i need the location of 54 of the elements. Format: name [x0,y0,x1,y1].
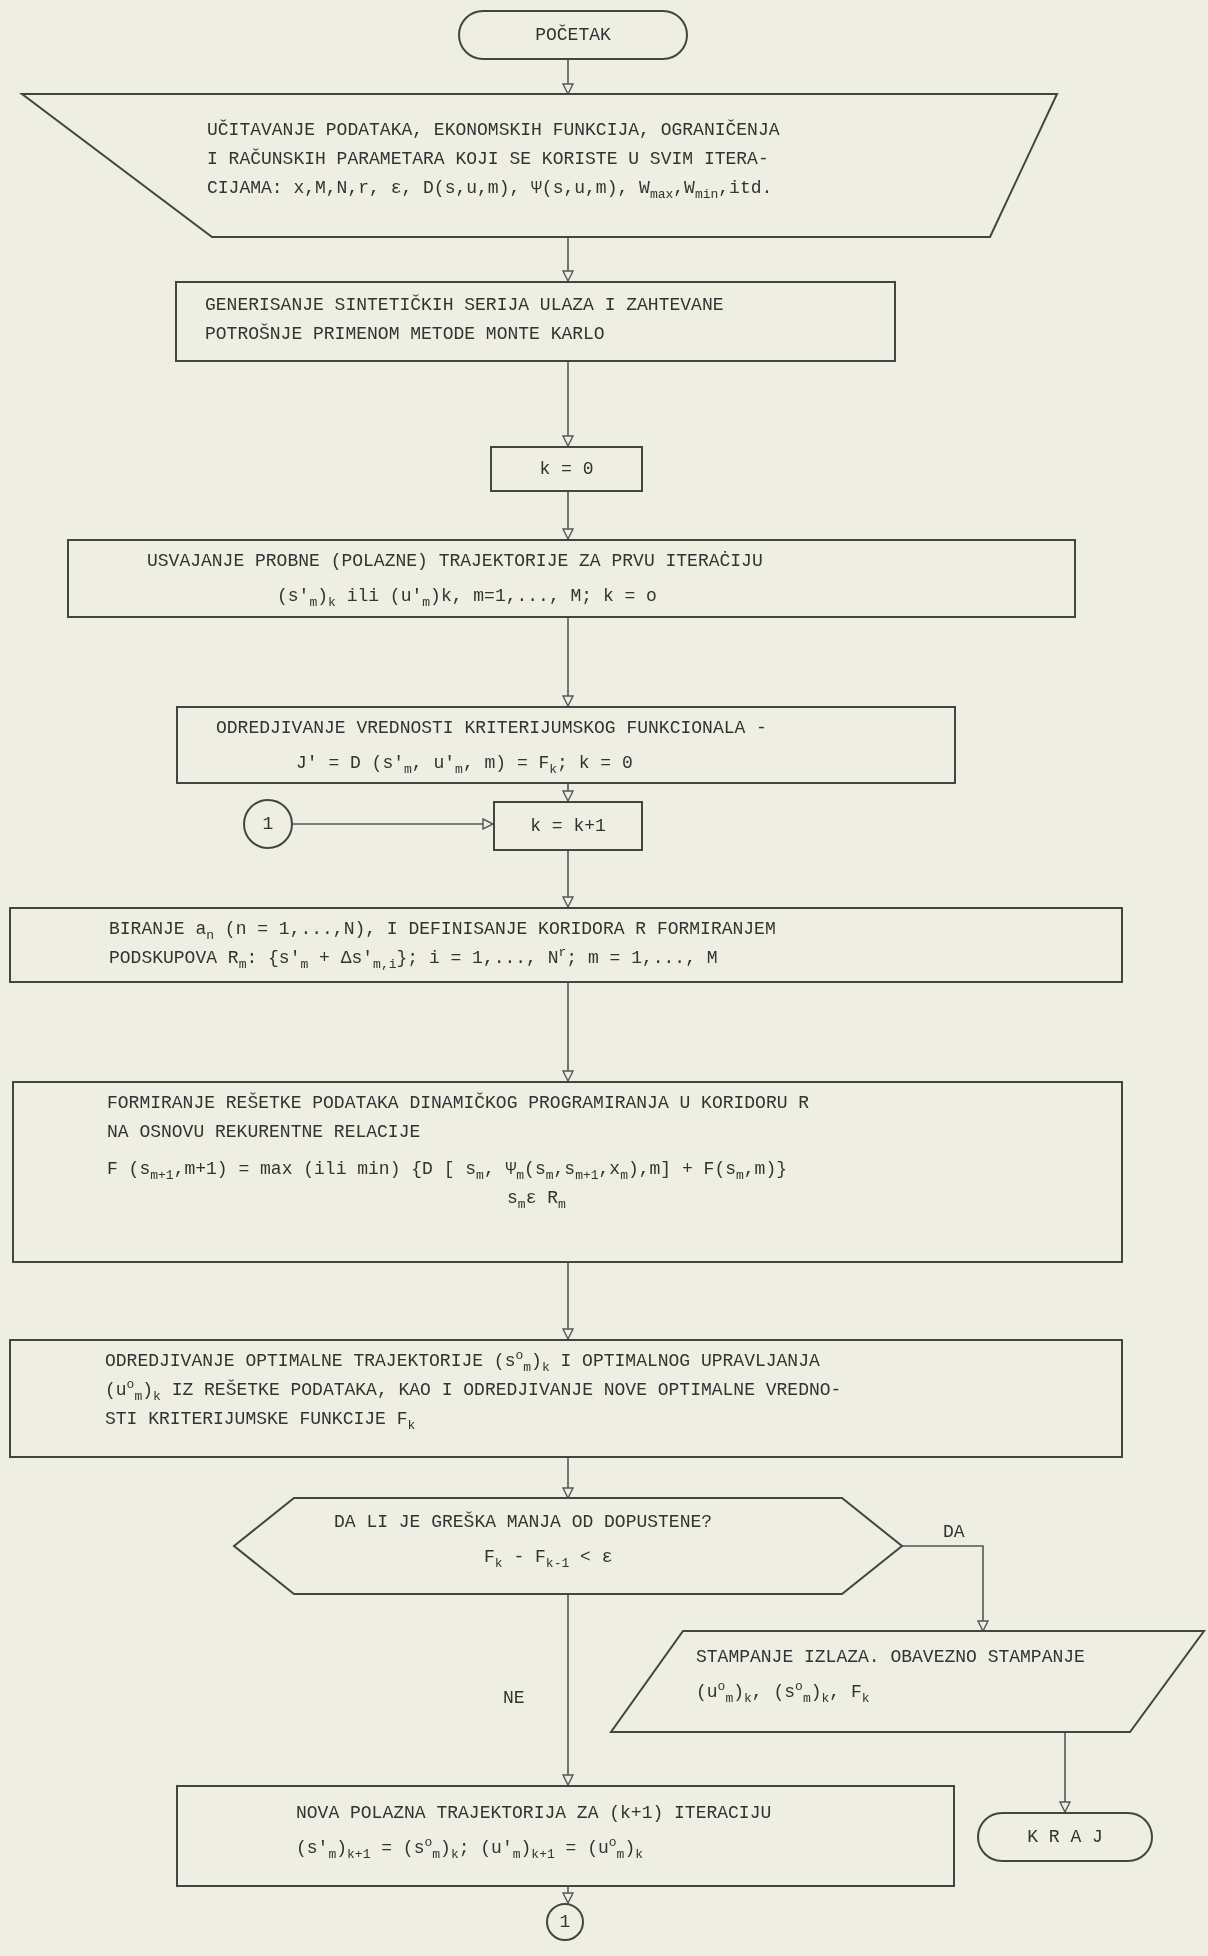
arrow [562,783,574,802]
formula-text: (u$^{o}$$_{m}$)$_{k}$, (s$^{o}$$_{m}$)$_{k}$, F$_{k}$ [696,1678,870,1707]
arrow [562,1886,574,1904]
arrow [562,59,574,95]
process-box [176,706,956,784]
node-text: k = k+1 [530,814,606,838]
node-text: K R A J [1027,1825,1103,1849]
arrow [562,1457,574,1499]
arrow [562,491,574,540]
process-box [176,1785,955,1887]
process-box [67,539,1076,618]
arrow [562,850,574,908]
process-box [9,907,1123,983]
process-box [9,1339,1123,1458]
output-parallelogram [611,1631,1204,1732]
arrow [562,982,574,1082]
start-terminal [458,10,688,60]
node-text: GENERISANJE SINTETIČKIH SERIJA ULAZA I ZAHTEVANE POTROŠNJE PRIMENOM METODE MONTE KARLO [205,293,725,346]
process-box [490,446,643,492]
node-text: ODREDJIVANJE VREDNOSTI KRITERIJUMSKOG FUNKCIONALA - [216,717,767,740]
node-text: DA LI JE GREŠKA MANJA OD DOPUSTENE? [334,1510,713,1534]
process-box [12,1081,1123,1263]
node-text: NOVA POLAZNA TRAJEKTORIJA ZA (k+1) ITERACIJU [296,1802,772,1825]
formula-text: J' = D (s'$_{m}$, u'$_{m}$, m) = F$_{k}$; k = 0 [296,752,633,778]
node-text: UČITAVANJE PODATAKA, EKONOMSKIH FUNKCIJA, OGRANIČENJA I RAČUNSKIH PARAMETARA KOJI SE KORISTE U SVIM ITERA- CIJAMA: x,M,N,r, ε, D(s,u,m), Ψ(s,u,m), W$_{max}$,W$_{min}$,itd. [207,118,780,203]
end-terminal [977,1812,1153,1862]
arrow [1059,1731,1071,1813]
decision-hexagon [234,1498,902,1594]
arrow [292,818,494,830]
formula-text: s$_{m}$ε R$_{m}$ [507,1187,566,1213]
arrow [562,236,574,282]
input-trapezoid [22,94,1057,237]
arrow [901,1545,989,1632]
formula-text: (s'$_{m}$)$_{k}$ ili (u'$_{m}$)k, m=1,..., M; k = o [277,585,657,611]
connector-circle [546,1903,584,1941]
node-text: ODREDJIVANJE OPTIMALNE TRAJEKTORIJE (s$^{o}$$_{m}$)$_{k}$ I OPTIMALNOG UPRAVLJANJA (u$^{o}$$_{m}$)$_{k}$ IZ REŠETKE PODATAKA, KAO I ODREDJIVANJE NOVE OPTIMALNE VREDNO- STI KRITERIJUMSKE FUNKCIJE F$_{k}$ [105,1347,843,1434]
process-box [493,801,643,851]
arrow [562,617,574,707]
process-box [175,281,896,362]
arrow [562,361,574,447]
arrow [562,1593,574,1786]
node-text: k = 0 [539,457,594,481]
node-text: BIRANJE a$_{n}$ (n = 1,...,N), I DEFINISANJE KORIDORA R FORMIRANJEM PODSKUPOVA R$_{m}$: {s'$_{m}$ + Δs'$_{m,i}$}; i = 1,..., N$^{r}$; m = 1,..., M [109,918,777,973]
formula-text: F$_{k}$ - F$_{k-1}$ < ε [484,1546,613,1572]
node-text: USVAJANJE PROBNE (POLAZNE) TRAJEKTORIJE ZA PRVU ITERAĊIJU [147,550,763,573]
formula-text: F (s$_{m+1}$,m+1) = max (ili min) {D [ s$_{m}$, Ψ$_{m}$(s$_{m}$,s$_{m+1}$,x$_{m}$),m] + F(s$_{m}$,m)} [107,1158,788,1184]
connector-circle [243,799,293,849]
node-text: FORMIRANJE REŠETKE PODATAKA DINAMIČKOG PROGRAMIRANJA U KORIDORU R NA OSNOVU REKURENTNE RELACIJE [107,1091,811,1144]
node-text: 1 [559,1910,571,1934]
arrow [562,1262,574,1340]
node-text: STAMPANJE IZLAZA. OBAVEZNO STAMPANJE [696,1646,1085,1669]
formula-text: (s'$_{m}$)$_{k+1}$ = (s$^{o}$$_{m}$)$_{k}$; (u'$_{m}$)$_{k+1}$ = (u$^{o}$$_{m}$)$_{k}$ [296,1834,643,1863]
node-text: 1 [262,812,274,836]
node-text: POČETAK [535,23,611,47]
